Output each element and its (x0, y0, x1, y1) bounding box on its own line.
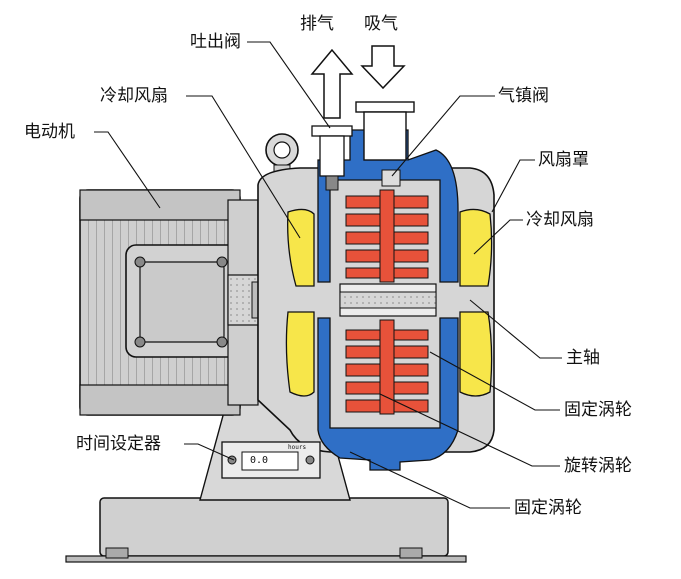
label-timer: 时间设定器 (76, 434, 161, 454)
orbiting-scroll-lower (345, 319, 429, 415)
fixed-scroll-housing (317, 129, 459, 471)
intake-port (355, 101, 415, 161)
timer-value: 0.0 (250, 455, 269, 466)
timer-brand: hours (288, 444, 307, 451)
label-fixed-scroll-lower: 固定涡轮 (514, 498, 582, 518)
label-orbiting-scroll: 旋转涡轮 (564, 456, 632, 476)
label-gas-ballast-valve: 气镇阀 (498, 86, 549, 106)
leader-lines (94, 41, 562, 509)
label-motor: 电动机 (24, 122, 75, 142)
exhaust-arrow (310, 48, 354, 119)
label-cooling-fan-right: 冷却风扇 (526, 210, 594, 230)
label-main-shaft: 主轴 (566, 348, 600, 368)
cooling-fan-right (459, 208, 493, 397)
label-intake: 吸气 (364, 14, 398, 34)
label-fan-cover: 风扇罩 (538, 150, 589, 170)
center-bearings (339, 283, 437, 317)
orbiting-scroll-upper (345, 189, 429, 283)
label-outlet-valve: 吐出阀 (190, 32, 241, 52)
label-cooling-fan-left: 冷却风扇 (100, 86, 168, 106)
intake-arrow (360, 45, 406, 90)
label-fixed-scroll-upper: 固定涡轮 (564, 400, 632, 420)
outlet-valve (311, 125, 353, 191)
label-exhaust: 排气 (300, 14, 334, 34)
gas-ballast-valve-body (381, 169, 401, 187)
timer-panel (221, 441, 321, 479)
